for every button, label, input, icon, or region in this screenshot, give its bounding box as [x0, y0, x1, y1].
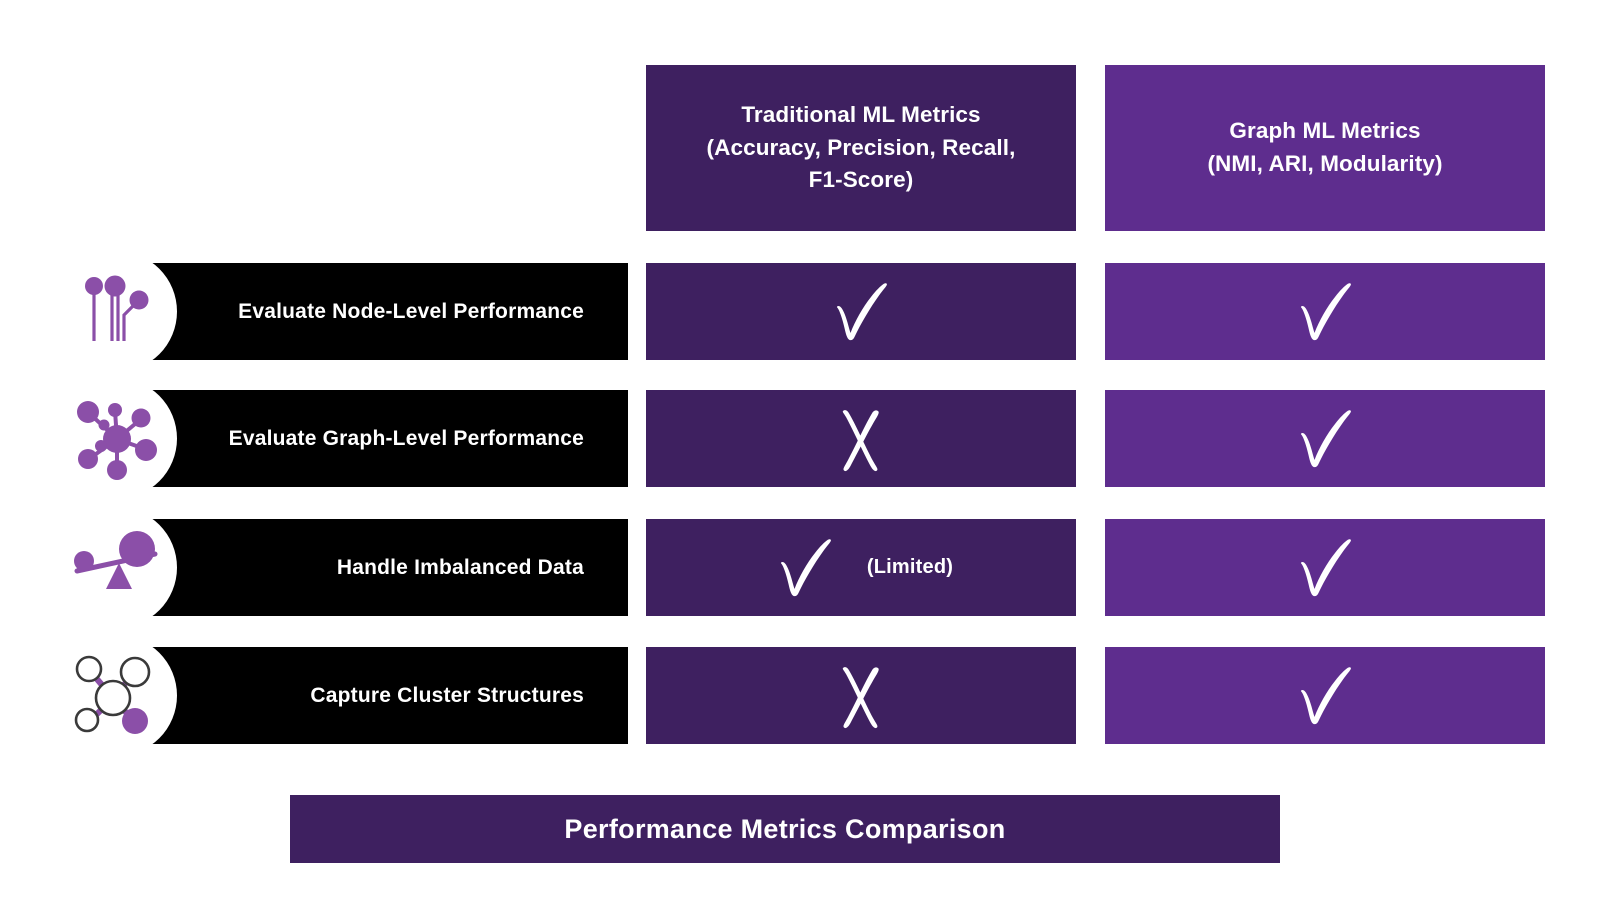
cluster-molecule-icon — [56, 635, 177, 756]
column-header-graph-title: Graph ML Metrics — [1229, 118, 1421, 144]
check-icon — [1289, 661, 1361, 731]
footer-banner: Performance Metrics Comparison — [290, 795, 1280, 863]
check-icon — [769, 533, 841, 603]
cross-icon — [829, 660, 893, 732]
table-row: Evaluate Node-Level Performance — [0, 251, 1600, 372]
column-header-traditional: Traditional ML Metrics (Accuracy, Precis… — [646, 65, 1076, 231]
cell-graph — [1105, 647, 1545, 744]
cross-icon — [829, 403, 893, 475]
row-label-bar: Evaluate Graph-Level Performance — [102, 390, 628, 487]
table-row: Evaluate Graph-Level Performance — [0, 378, 1600, 499]
column-header-graph-subtitle-1: (NMI, ARI, Modularity) — [1207, 151, 1443, 176]
row-label-bar: Capture Cluster Structures — [102, 647, 628, 744]
column-header-traditional-subtitle-2: F1-Score) — [808, 167, 914, 193]
check-icon — [1289, 533, 1361, 603]
network-graph-icon — [56, 378, 177, 499]
unbalanced-scale-icon — [56, 507, 177, 628]
check-icon — [1289, 277, 1361, 347]
row-label-text: Evaluate Graph-Level Performance — [228, 426, 584, 450]
table-row: Capture Cluster Structures — [0, 635, 1600, 756]
check-icon — [825, 277, 897, 347]
cell-traditional — [646, 263, 1076, 360]
cell-graph — [1105, 263, 1545, 360]
table-row: Handle Imbalanced Data (Limited) — [0, 507, 1600, 628]
row-label-text: Evaluate Node-Level Performance — [238, 299, 584, 323]
cell-note: (Limited) — [866, 556, 954, 578]
column-header-traditional-title: Traditional ML Metrics — [741, 102, 981, 128]
cell-traditional: (Limited) — [646, 519, 1076, 616]
column-header-graph: Graph ML Metrics (NMI, ARI, Modularity) — [1105, 65, 1545, 231]
row-label-text: Handle Imbalanced Data — [336, 555, 584, 579]
check-icon — [1289, 404, 1361, 474]
row-label-bar: Evaluate Node-Level Performance — [102, 263, 628, 360]
row-label-bar: Handle Imbalanced Data — [102, 519, 628, 616]
cell-traditional — [646, 647, 1076, 744]
cell-graph — [1105, 390, 1545, 487]
circuit-nodes-icon — [56, 251, 177, 372]
footer-banner-title: Performance Metrics Comparison — [564, 813, 1006, 844]
row-label-text: Capture Cluster Structures — [310, 683, 584, 707]
column-header-traditional-subtitle-1: (Accuracy, Precision, Recall, — [706, 134, 1016, 160]
cell-traditional — [646, 390, 1076, 487]
cell-graph — [1105, 519, 1545, 616]
